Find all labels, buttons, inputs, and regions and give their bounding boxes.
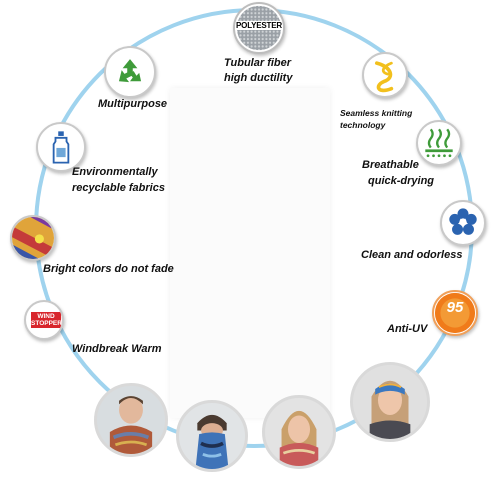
breathable-icon (425, 128, 453, 158)
label-polyester-2: high ductility (224, 72, 293, 84)
uv-number: 95 (446, 299, 464, 316)
model-photo-2 (176, 400, 248, 472)
label-polyester-1: Tubular fiber (224, 57, 292, 69)
model-photo-1 (94, 383, 168, 457)
label-antiuv: Anti-UV (387, 323, 428, 335)
label-recyclable-2: recyclable fabrics (72, 182, 165, 194)
model-photo-4 (350, 362, 430, 442)
label-recyclable-1: Environmentally (72, 166, 158, 178)
label-odorless: Clean and odorless (361, 249, 463, 261)
fabric-swatch-icon (12, 217, 54, 259)
label-seamless-1: Seamless knitting (340, 108, 413, 118)
label-breathable-1: Breathable (362, 159, 419, 171)
label-breathable-2: quick-drying (368, 175, 435, 187)
seamless-badge (362, 52, 408, 98)
label-multipurpose: Multipurpose (98, 98, 168, 110)
colors-badge (10, 215, 56, 261)
multipurpose-badge (104, 46, 156, 98)
product-panel (170, 88, 330, 418)
label-windbreak: Windbreak Warm (72, 343, 162, 355)
polyester-text: POLYESTER (235, 21, 283, 30)
label-colors: Bright colors do not fade (43, 263, 174, 275)
model-photo-3 (262, 395, 336, 469)
odorless-badge (440, 200, 486, 246)
recyclable-badge (36, 122, 86, 172)
infinity-icon (374, 61, 394, 93)
recycle-arrows-icon (118, 59, 142, 83)
flower-icon (449, 208, 477, 235)
wind-stopper-text: WIND STOPPER (30, 311, 62, 329)
breathable-badge (416, 120, 462, 166)
polyester-badge: POLYESTER (233, 2, 285, 54)
uv-shield-icon (434, 292, 476, 334)
bottle-icon (52, 131, 70, 164)
windbreak-badge: WIND STOPPER (24, 300, 64, 340)
label-seamless-2: technology (340, 120, 386, 130)
antiuv-badge: 95 (432, 290, 478, 336)
